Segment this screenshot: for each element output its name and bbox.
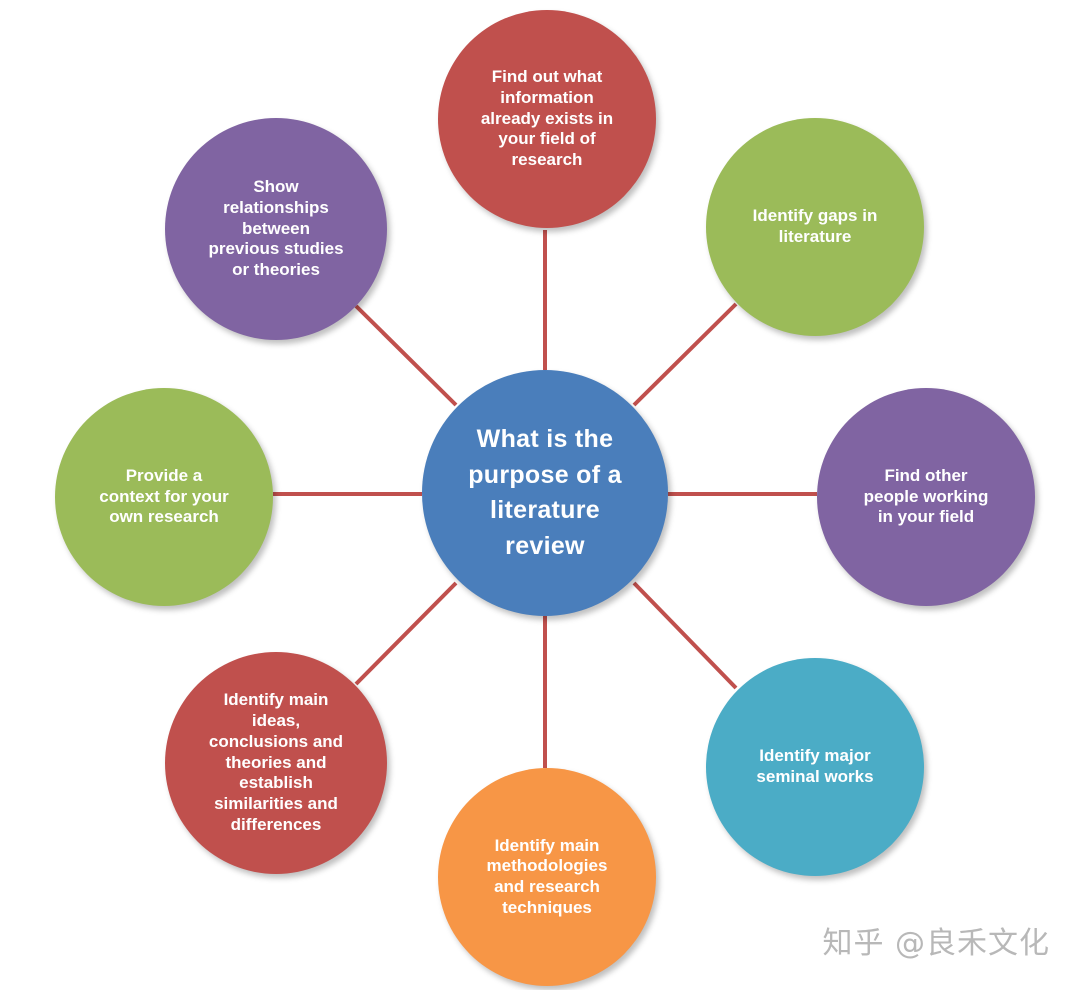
central-question-node: What is the purpose of a literature revi… xyxy=(422,370,668,616)
node-identify-methodologies: Identify main methodologies and research… xyxy=(438,768,656,986)
connector-bottom-left xyxy=(354,581,458,686)
watermark: 知乎 @良禾文化 xyxy=(822,926,1050,961)
node-show-relationships: Show relationships between previous stud… xyxy=(165,118,387,340)
node-label: Find other people working in your field xyxy=(863,465,989,527)
central-question-label: What is the purpose of a literature revi… xyxy=(468,425,622,560)
connector-bottom-right xyxy=(632,581,738,690)
node-find-existing-information: Find out what information already exists… xyxy=(438,10,656,228)
node-label: Identify gaps in literature xyxy=(752,206,878,246)
connector-top-left xyxy=(354,304,458,407)
node-label: Provide a context for your own research xyxy=(99,465,229,527)
node-label: Identify main ideas, conclusions and the… xyxy=(208,690,344,834)
node-label: Find out what information already exists… xyxy=(480,67,614,170)
node-identify-seminal-works: Identify major seminal works xyxy=(706,658,924,876)
node-identify-gaps: Identify gaps in literature xyxy=(706,118,924,336)
node-label: Show relationships between previous stud… xyxy=(208,177,344,280)
node-label: Identify main methodologies and research… xyxy=(486,835,608,917)
node-identify-main-ideas: Identify main ideas, conclusions and the… xyxy=(165,652,387,874)
node-label: Identify major seminal works xyxy=(756,746,874,786)
node-provide-context: Provide a context for your own research xyxy=(55,388,273,606)
node-find-other-people: Find other people working in your field xyxy=(817,388,1035,606)
connector-top-right xyxy=(632,302,738,407)
